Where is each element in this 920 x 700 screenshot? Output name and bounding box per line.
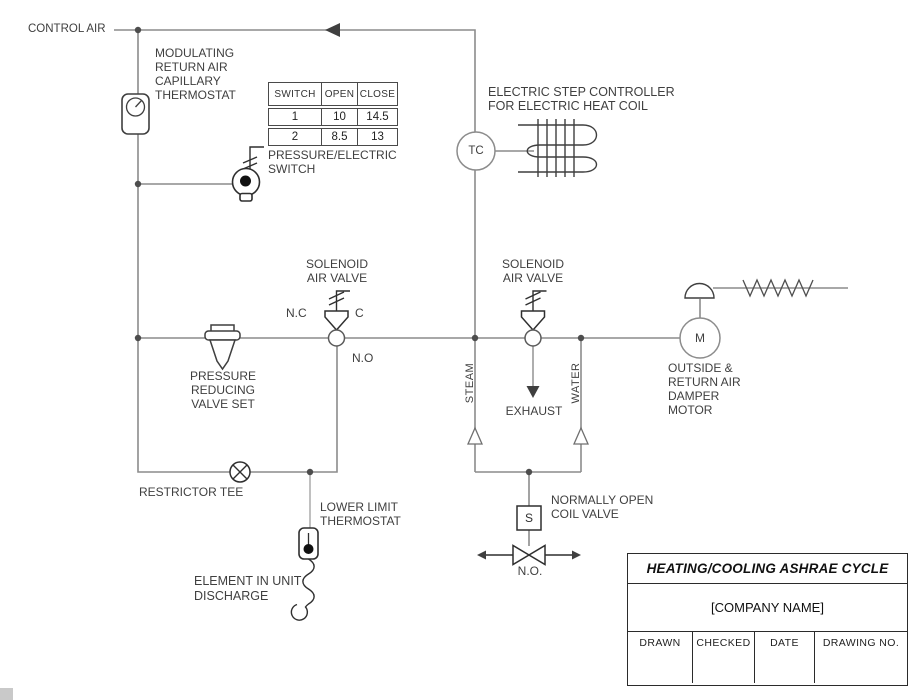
steam-arrowhead <box>467 426 483 445</box>
exhaust-arrowhead <box>526 386 540 398</box>
nc-port-label: N.C <box>286 306 307 320</box>
coil-valve-symbol <box>477 544 581 566</box>
modulating-thermostat-label: MODULATING RETURN AIR CAPILLARY THERMOST… <box>155 46 236 102</box>
damper-motor-symbol <box>679 278 814 359</box>
damper-blades-symbol <box>742 278 814 298</box>
solenoid-air-valve-left-symbol <box>324 290 350 347</box>
restrictor-tee-label: RESTRICTOR TEE <box>139 485 244 499</box>
field-checked: CHECKED <box>693 632 755 683</box>
pressure-reducing-valve-symbol <box>204 324 241 371</box>
element-in-unit-discharge-label: ELEMENT IN UNIT DISCHARGE <box>194 574 302 603</box>
table-header-close: CLOSE <box>357 82 398 106</box>
lower-limit-thermostat-label: LOWER LIMIT THERMOSTAT <box>320 500 401 528</box>
capillary-element-symbol <box>290 558 315 621</box>
step-controller-label: ELECTRIC STEP CONTROLLER FOR ELECTRIC HE… <box>488 85 675 113</box>
solenoid-air-valve-right-symbol <box>520 290 547 347</box>
title-block-fields: DRAWN CHECKED DATE DRAWING NO. <box>628 632 907 683</box>
water-arrowhead <box>573 426 589 445</box>
pressure-electric-switch-symbol <box>231 146 264 202</box>
c-port-label: C <box>355 306 364 320</box>
restrictor-tee-symbol <box>229 461 251 483</box>
modulating-thermostat-symbol <box>121 93 150 135</box>
switch-settings-table: SWITCH OPEN CLOSE 1 10 14.5 2 8.5 13 <box>268 82 398 146</box>
lower-limit-thermostat-symbol <box>290 527 319 621</box>
solenoid-valve-right-label: SOLENOID AIR VALVE <box>501 257 564 285</box>
field-date: DATE <box>755 632 815 683</box>
control-air-flow-arrow <box>325 23 340 37</box>
pressure-reducing-valve-label: PRESSURE REDUCING VALVE SET <box>189 369 257 411</box>
table-header-switch: SWITCH <box>268 82 322 106</box>
scroll-corner <box>0 688 13 700</box>
company-name: [COMPANY NAME] <box>628 584 907 632</box>
control-air-label: CONTROL AIR <box>28 23 106 35</box>
table-row: 2 8.5 13 <box>268 128 398 146</box>
title-block: HEATING/COOLING ASHRAE CYCLE [COMPANY NA… <box>627 553 908 686</box>
motor-label: M <box>695 331 705 345</box>
drawing-title: HEATING/COOLING ASHRAE CYCLE <box>628 554 907 584</box>
piping-lines <box>114 29 848 546</box>
exhaust-label: EXHAUST <box>505 404 563 418</box>
normally-open-coil-valve-label: NORMALLY OPEN COIL VALVE <box>551 493 654 521</box>
solenoid-valve-left-label: SOLENOID AIR VALVE <box>305 257 368 285</box>
table-header-open: OPEN <box>321 82 358 106</box>
solenoid-s-label: S <box>524 511 533 525</box>
field-drawing-no: DRAWING NO. <box>822 637 900 649</box>
junction-dots <box>134 26 585 476</box>
electric-heat-coil-symbol <box>518 119 598 177</box>
water-label: WATER <box>570 362 582 404</box>
damper-motor-label: OUTSIDE & RETURN AIR DAMPER MOTOR <box>668 361 741 417</box>
no-coil-valve-label: N.O. <box>517 564 543 578</box>
no-port-label: N.O <box>352 351 374 365</box>
coil-valve-solenoid-box <box>516 505 542 531</box>
table-header-row: SWITCH OPEN CLOSE <box>268 82 398 106</box>
tc-controller-symbol <box>456 131 496 171</box>
steam-label: STEAM <box>464 362 476 404</box>
field-drawn: DRAWN <box>628 632 693 683</box>
table-row: 1 10 14.5 <box>268 108 398 126</box>
pressure-electric-switch-label: PRESSURE/ELECTRIC SWITCH <box>268 148 397 176</box>
tc-label: TC <box>468 145 484 157</box>
